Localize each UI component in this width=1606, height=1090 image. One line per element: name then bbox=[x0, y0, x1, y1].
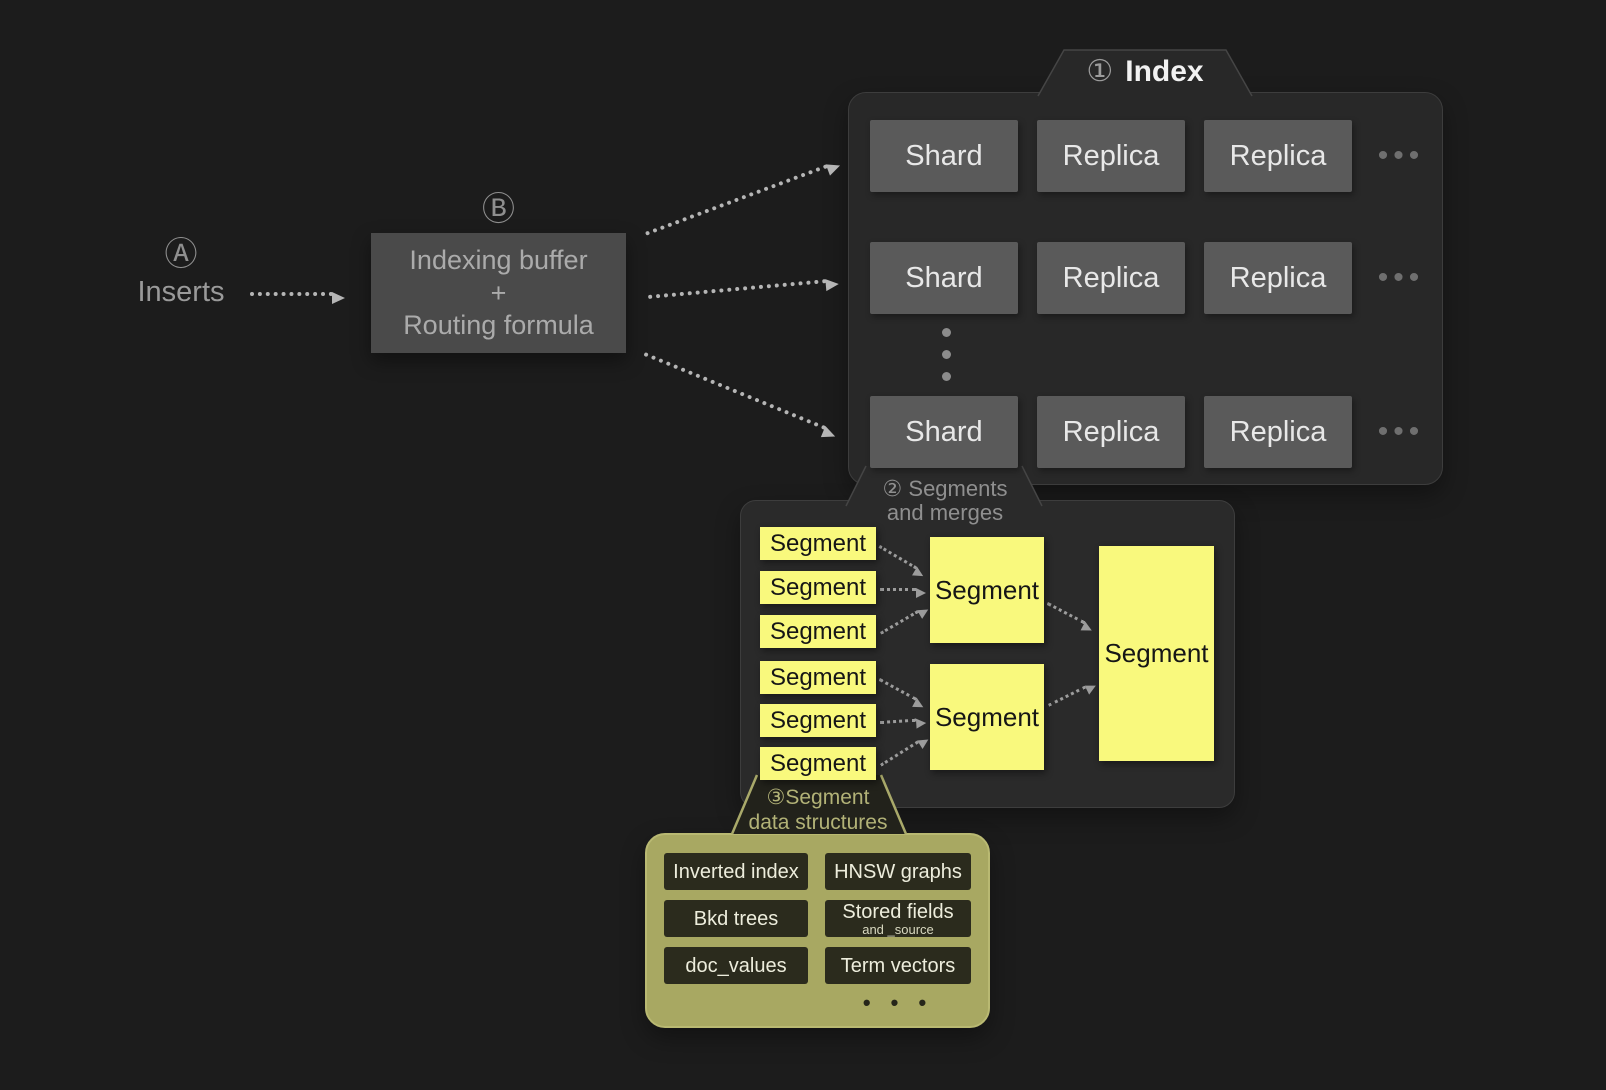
segments-tab-title-2: and merges bbox=[886, 500, 1004, 526]
structure-box-hnsw-graphs: HNSW graphs bbox=[825, 853, 971, 890]
more-rows-ellipsis bbox=[942, 328, 951, 381]
structure-label: HNSW graphs bbox=[834, 860, 962, 883]
structure-box-inverted-index: Inverted index bbox=[664, 853, 808, 890]
index-tab-title: Index bbox=[1125, 54, 1204, 88]
shard-box: Shard bbox=[870, 120, 1018, 192]
segment-box-small: Segment bbox=[760, 704, 876, 737]
buffer-line-1: Indexing buffer bbox=[409, 244, 588, 275]
arrow-buffer-to-shard-3 bbox=[643, 352, 827, 431]
structure-box-doc-values: doc_values bbox=[664, 947, 808, 984]
row-more-ellipsis: ••• bbox=[1377, 415, 1425, 448]
replica-box: Replica bbox=[1037, 120, 1185, 192]
structures-tab-marker: ③ bbox=[766, 786, 786, 809]
arrow-buffer-to-shard-2 bbox=[648, 279, 827, 299]
replica-box: Replica bbox=[1204, 396, 1352, 468]
indexing-buffer-box: Indexing buffer + Routing formula bbox=[371, 233, 626, 353]
arrow-buffer-to-shard-1 bbox=[645, 164, 829, 236]
inserts-label: Inserts bbox=[137, 276, 225, 309]
segments-tab-label: ② Segments and merges bbox=[845, 476, 1045, 526]
segments-tab-marker: ② bbox=[882, 476, 903, 501]
segment-box-small: Segment bbox=[760, 615, 876, 648]
replica-box: Replica bbox=[1204, 120, 1352, 192]
replica-box: Replica bbox=[1037, 396, 1185, 468]
shard-box: Shard bbox=[870, 242, 1018, 314]
segment-box-small: Segment bbox=[760, 527, 876, 560]
segment-box-small: Segment bbox=[760, 661, 876, 694]
shard-box: Shard bbox=[870, 396, 1018, 468]
structure-label: Inverted index bbox=[673, 860, 799, 883]
arrow-segment-2-to-merge-1 bbox=[880, 587, 926, 598]
inserts-label-group: Ⓐ Inserts bbox=[126, 235, 236, 309]
index-tab: ① Index bbox=[1040, 54, 1250, 89]
structure-box-bkd-trees: Bkd trees bbox=[664, 900, 808, 937]
buffer-line-3: Routing formula bbox=[403, 310, 594, 341]
structure-label: doc_values bbox=[685, 954, 787, 977]
structures-tab-title-2: data structures bbox=[748, 810, 888, 834]
row-more-ellipsis: ••• bbox=[1377, 139, 1425, 172]
structures-tab-title-1: Segment bbox=[785, 786, 870, 809]
replica-box: Replica bbox=[1037, 242, 1185, 314]
structure-label: Stored fields bbox=[842, 900, 954, 923]
structure-box-stored-fields: Stored fields and _source bbox=[825, 900, 971, 937]
index-tab-marker: ① bbox=[1086, 55, 1114, 88]
segment-box-merged: Segment bbox=[930, 664, 1044, 770]
marker-a: Ⓐ bbox=[164, 235, 198, 272]
structures-tab-label: ③Segment data structures bbox=[726, 786, 910, 836]
segment-box-merged: Segment bbox=[930, 537, 1044, 643]
segment-box-final: Segment bbox=[1099, 546, 1214, 761]
segment-box-small: Segment bbox=[760, 747, 876, 780]
structure-label: Term vectors bbox=[840, 954, 956, 977]
marker-b: Ⓑ bbox=[482, 190, 515, 227]
structure-box-term-vectors: Term vectors bbox=[825, 947, 971, 984]
segments-tab-title-1: Segments bbox=[908, 476, 1008, 501]
structures-more-ellipsis: • • • bbox=[862, 990, 934, 1015]
segment-box-small: Segment bbox=[760, 571, 876, 604]
row-more-ellipsis: ••• bbox=[1377, 261, 1425, 294]
replica-box: Replica bbox=[1204, 242, 1352, 314]
structure-label: Bkd trees bbox=[693, 907, 779, 930]
structure-sublabel: and _source bbox=[862, 921, 934, 937]
arrow-inserts-to-buffer bbox=[250, 292, 345, 304]
buffer-line-2: + bbox=[490, 277, 507, 308]
